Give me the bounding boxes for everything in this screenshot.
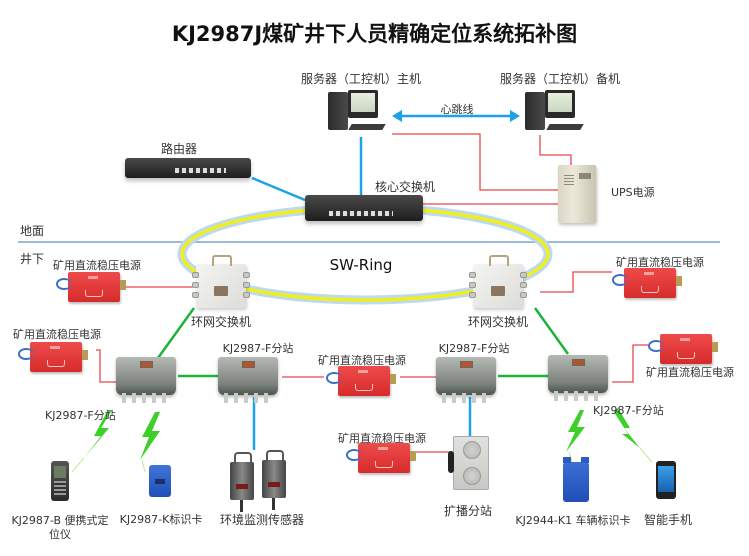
- substation-2-label: KJ2987-F分站: [222, 342, 294, 355]
- keyboard-icon: [546, 124, 584, 130]
- ups-icon: [558, 165, 596, 223]
- backup-server-label: 服务器（工控机）备机: [499, 72, 621, 86]
- broadcast-station-label: 扩播分站: [443, 504, 493, 518]
- handheld-locator-icon: [51, 461, 69, 501]
- wireless-bolt-idcard: [140, 412, 160, 473]
- ring-switch-right-label: 环网交换机: [467, 315, 529, 329]
- psu-substation-4-icon: [648, 334, 718, 364]
- wireless-bolt-vehicle-card: [566, 410, 585, 463]
- ring-right-to-substation-4: [533, 307, 570, 355]
- server-monitor-icon: [545, 90, 575, 118]
- substation-4-icon: [548, 355, 608, 401]
- substation-1-label: KJ2987-F分站: [45, 409, 116, 422]
- substation-1-icon: [116, 357, 176, 403]
- handheld-label-line2: 位仪: [49, 528, 71, 541]
- psu-substation-4-label: 矿用直流稳压电源: [646, 366, 734, 379]
- env-sensor-icon-1: [230, 452, 254, 512]
- ring-label: SW-Ring: [329, 256, 393, 274]
- psu-ring-right-label: 矿用直流稳压电源: [616, 256, 704, 269]
- server-tower-icon: [328, 92, 348, 130]
- id-card-icon: [149, 465, 171, 497]
- vehicle-card-label: KJ2944-K1 车辆标识卡: [515, 514, 631, 527]
- underground-zone-label: 井下: [20, 252, 45, 266]
- substation-2-icon: [218, 357, 278, 403]
- keyboard-icon: [348, 124, 386, 130]
- server-monitor-icon: [348, 90, 378, 118]
- ring-left-to-substation-1: [156, 307, 196, 359]
- ring-right-power-link: [540, 271, 612, 293]
- main-server-label: 服务器（工控机）主机: [300, 72, 422, 86]
- diagram-title: KJ2987J煤矿井下人员精确定位系统拓补图: [171, 22, 578, 46]
- router-icon: [125, 158, 251, 178]
- ups-to-main-server-power: [392, 133, 558, 191]
- heartbeat-label: 心跳线: [440, 103, 474, 116]
- handheld-label-line1: KJ2987-B 便携式定: [11, 514, 109, 527]
- psu-ring-right-icon: [612, 268, 682, 298]
- psu-middle-label: 矿用直流稳压电源: [318, 354, 406, 367]
- psu-substation-1-icon: [18, 342, 88, 372]
- ups-label: UPS电源: [611, 186, 655, 199]
- heartbeat-arrow: [392, 110, 520, 122]
- psu-ring-left-label: 矿用直流稳压电源: [53, 259, 141, 272]
- core-switch-icon: [305, 195, 423, 221]
- wireless-bolt-handheld: [71, 410, 112, 473]
- ring-switch-left-icon: [192, 255, 250, 308]
- substation-3-icon: [436, 357, 496, 403]
- core-switch-label: 核心交换机: [375, 180, 436, 194]
- smartphone-label: 智能手机: [643, 513, 693, 527]
- server-tower-icon: [525, 92, 545, 130]
- smartphone-icon: [656, 461, 676, 499]
- psu-broadcast-icon: [346, 443, 416, 473]
- router-label: 路由器: [160, 142, 198, 156]
- vehicle-card-icon: [563, 457, 589, 502]
- router-to-core-link: [251, 176, 306, 202]
- id-card-label: KJ2987-K标识卡: [119, 513, 203, 526]
- psu-broadcast-label: 矿用直流稳压电源: [338, 432, 426, 445]
- psu-ring-left-icon: [56, 272, 126, 302]
- ups-to-backup-server-power: [539, 135, 572, 165]
- psu-middle-icon: [326, 366, 396, 396]
- broadcast-station-icon: [448, 436, 489, 490]
- surface-zone-label: 地面: [20, 224, 45, 238]
- psu-to-substation-1: [96, 349, 116, 383]
- env-sensor-label: 环境监测传感器: [219, 513, 305, 527]
- substation-4-to-psu: [612, 344, 648, 383]
- env-sensor-icon-2: [262, 450, 286, 510]
- substation-4-label: KJ2987-F分站: [593, 404, 664, 417]
- wireless-bolt-smartphone: [614, 408, 653, 463]
- substation-3-label: KJ2987-F分站: [438, 342, 510, 355]
- psu-substation-1-label: 矿用直流稳压电源: [13, 328, 101, 341]
- ring-switch-right-icon: [469, 255, 527, 308]
- ring-switch-left-label: 环网交换机: [190, 315, 252, 329]
